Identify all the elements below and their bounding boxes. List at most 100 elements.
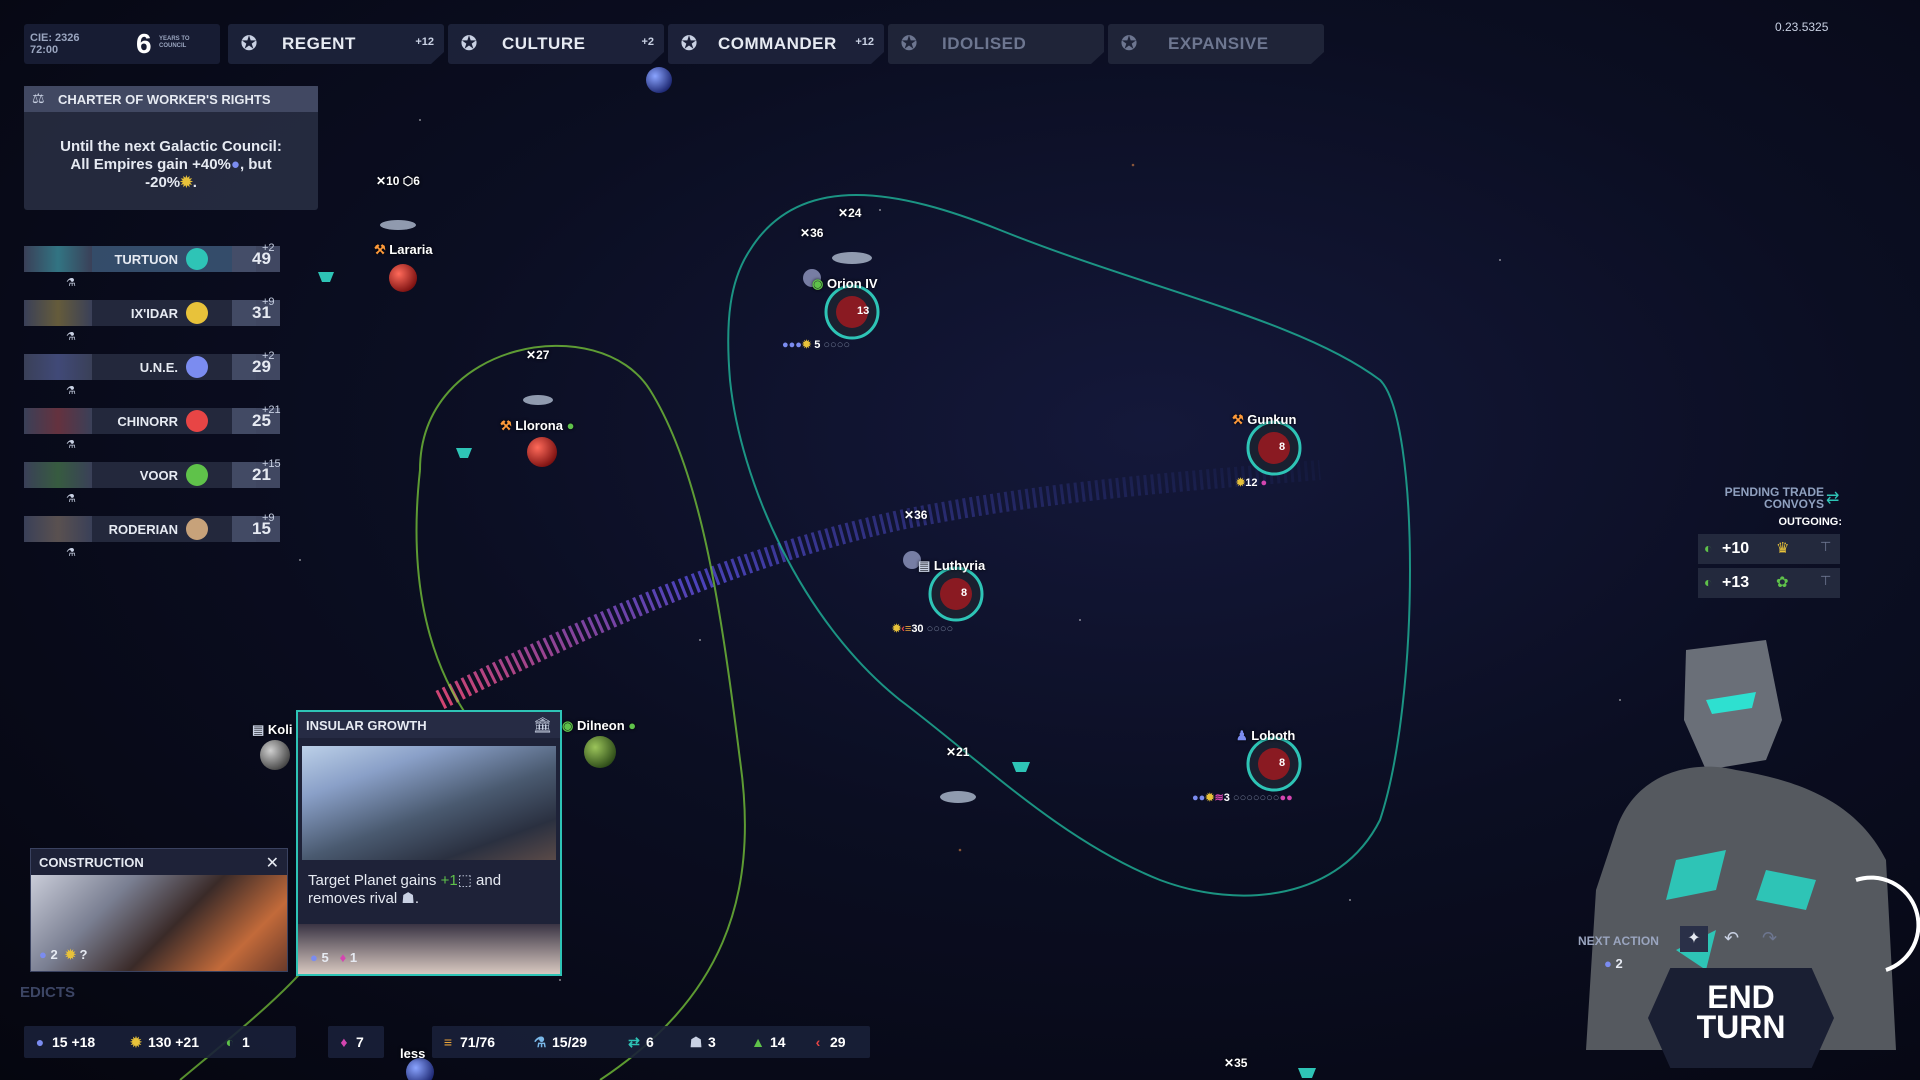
undo-button[interactable]: ↶ bbox=[1724, 928, 1739, 949]
fleet-strength-south[interactable]: ✕21 bbox=[946, 745, 970, 759]
planet-lararia[interactable] bbox=[389, 264, 417, 292]
supply-resource[interactable]: ▲14 bbox=[751, 1034, 786, 1050]
planet-bottom-blue[interactable] bbox=[406, 1058, 434, 1080]
military-resource[interactable]: ‹29 bbox=[810, 1034, 846, 1050]
planet-dilneon[interactable] bbox=[584, 736, 616, 768]
insular-growth-card[interactable]: INSULAR GROWTH 🏛 Target Planet gains +1⬚… bbox=[296, 710, 562, 976]
planet-koli[interactable] bbox=[260, 740, 290, 770]
trait-regent[interactable]: ✪ REGENT +12 bbox=[228, 24, 444, 64]
flask-icon: ⚗ bbox=[66, 385, 76, 397]
trait-label: CULTURE bbox=[502, 34, 586, 53]
planet-llorona[interactable] bbox=[527, 437, 557, 467]
empire-score: 49 bbox=[252, 249, 271, 268]
filter-icon: ⊤ bbox=[1820, 573, 1832, 588]
charter-panel[interactable]: ⚖ CHARTER OF WORKER'S RIGHTS Until the n… bbox=[24, 86, 318, 210]
trait-label: REGENT bbox=[282, 34, 356, 53]
rare-icon: ♦ bbox=[340, 1034, 348, 1050]
system-koli[interactable]: ▤ Koli bbox=[252, 722, 293, 737]
culture-icon: ☗ bbox=[689, 1034, 703, 1050]
fleet-strength-llorona[interactable]: ✕27 bbox=[526, 348, 550, 362]
construction-cost: ● 2 ✹ ? bbox=[39, 947, 88, 962]
credits-icon: ✹ bbox=[130, 1034, 142, 1050]
system-less[interactable]: less bbox=[400, 1046, 426, 1061]
trait-culture[interactable]: ✪ CULTURE +2 bbox=[448, 24, 664, 64]
influence-resource[interactable]: ◐1 bbox=[222, 1034, 250, 1050]
flask-icon: ⚗ bbox=[66, 439, 76, 451]
loboth-population: 8 bbox=[1279, 757, 1286, 769]
ships-resource[interactable]: ≡71/76 bbox=[440, 1034, 495, 1050]
empire-row[interactable]: U.N.E.29+2⚗ bbox=[24, 350, 280, 397]
fleet-strength-bottom[interactable]: ✕35 bbox=[1224, 1056, 1248, 1070]
system-dilneon[interactable]: ◉ Dilneon ● bbox=[562, 718, 637, 733]
system-llorona[interactable]: ⚒ Llorona ● bbox=[500, 418, 575, 433]
rare-resource[interactable]: ♦7 bbox=[336, 1034, 363, 1050]
trade-arrows-icon: ⇄ bbox=[1826, 490, 1840, 507]
pending-trade-title: PENDING TRADE CONVOYS bbox=[1724, 485, 1824, 511]
empire-name: TURTUON bbox=[114, 252, 178, 267]
time-value: 72:00 bbox=[30, 44, 59, 56]
orion-ring[interactable] bbox=[824, 284, 880, 340]
voor-emblem-icon: ✿ bbox=[1776, 574, 1789, 591]
end-turn-button[interactable]: END TURN bbox=[1648, 968, 1834, 1068]
outgoing-label: OUTGOING: bbox=[1778, 516, 1842, 528]
ships-icon: ≡ bbox=[443, 1034, 453, 1050]
insular-cost: ● 5 ♦ 1 bbox=[310, 950, 358, 965]
building-icon: 🏛 bbox=[532, 717, 552, 734]
trait-idolised[interactable]: ✪ IDOLISED bbox=[888, 24, 1104, 64]
years-to-council: 6 bbox=[136, 28, 152, 59]
star-icon: ✪ bbox=[1120, 33, 1138, 55]
empire-score: 31 bbox=[252, 303, 271, 322]
next-action-button[interactable]: ✦ bbox=[1680, 926, 1708, 952]
years-label-1: YEARS TO bbox=[159, 36, 190, 42]
system-orion-iv[interactable]: ◉ Orion IV bbox=[812, 276, 878, 291]
orion-population: 13 bbox=[857, 305, 870, 317]
trait-commander[interactable]: ✪ COMMANDER +12 bbox=[668, 24, 884, 64]
ship-icons[interactable] bbox=[380, 220, 976, 803]
fleet-strength-lararia[interactable]: ✕10 ⬡6 bbox=[376, 174, 420, 188]
edicts-label[interactable]: EDICTS bbox=[20, 984, 76, 1001]
system-lararia[interactable]: ⚒ Lararia bbox=[374, 242, 433, 257]
council-icon: ⚖ bbox=[32, 90, 45, 106]
flask-icon: ⚗ bbox=[66, 493, 76, 505]
science-resource[interactable]: ⚗15/29 bbox=[533, 1034, 588, 1050]
military-icon: ‹ bbox=[815, 1034, 821, 1050]
insular-art bbox=[302, 746, 556, 860]
system-loboth[interactable]: ♟ Loboth bbox=[1236, 728, 1296, 743]
fleet-strength-north[interactable]: ✕24 bbox=[838, 206, 862, 220]
empire-score-delta: +21 bbox=[262, 404, 281, 416]
planet-top-blue[interactable] bbox=[646, 67, 672, 93]
resource-bar-right: ≡71/76 ⚗15/29 ⇄6 ☗3 ▲14 ‹29 bbox=[432, 1026, 870, 1058]
system-luthyria[interactable]: ▤ Luthyria bbox=[918, 558, 986, 573]
trait-expansive[interactable]: ✪ EXPANSIVE bbox=[1108, 24, 1324, 64]
luthyria-ring[interactable] bbox=[928, 566, 984, 622]
trade-convoy-2[interactable]: ◐ +13 ✿ ⊤ bbox=[1698, 568, 1840, 598]
loboth-ring[interactable] bbox=[1246, 736, 1302, 792]
culture-resource[interactable]: ☗3 bbox=[689, 1034, 716, 1050]
trade-convoy-1[interactable]: ◐ +10 ♛ ⊤ bbox=[1698, 534, 1840, 564]
credits-resource[interactable]: ✹130 +21 bbox=[128, 1034, 199, 1051]
empire-score-delta: +2 bbox=[262, 350, 275, 362]
construction-card[interactable]: CONSTRUCTION ✕ ● 2 ✹ ? bbox=[30, 848, 288, 972]
cie-value: CIE: 2326 bbox=[30, 32, 80, 44]
creature-markers[interactable] bbox=[318, 272, 1316, 1078]
resource-bar-rare: ♦7 bbox=[328, 1026, 384, 1058]
fleet-strength-luthyria[interactable]: ✕36 bbox=[904, 508, 928, 522]
system-gunkun[interactable]: ⚒ Gunkun bbox=[1232, 412, 1297, 427]
gunkun-stats: ✹12 ● bbox=[1236, 477, 1268, 489]
star-icon: ✪ bbox=[680, 33, 698, 55]
empire-emblem-icon bbox=[186, 410, 208, 432]
slot-icon: ⬚ bbox=[457, 872, 472, 889]
council-timer[interactable]: CIE: 2326 72:00 6 YEARS TO COUNCIL bbox=[24, 24, 220, 64]
gunkun-ring[interactable] bbox=[1246, 420, 1302, 476]
trade-resource[interactable]: ⇄6 bbox=[626, 1034, 654, 1051]
orion-stats: ●●●✹ 5 ○○○○ bbox=[782, 339, 850, 351]
redo-button[interactable]: ↷ bbox=[1762, 928, 1777, 949]
fleet-strength-orion[interactable]: ✕36 bbox=[800, 226, 824, 240]
population-resource[interactable]: ●15 +18 bbox=[32, 1034, 95, 1050]
